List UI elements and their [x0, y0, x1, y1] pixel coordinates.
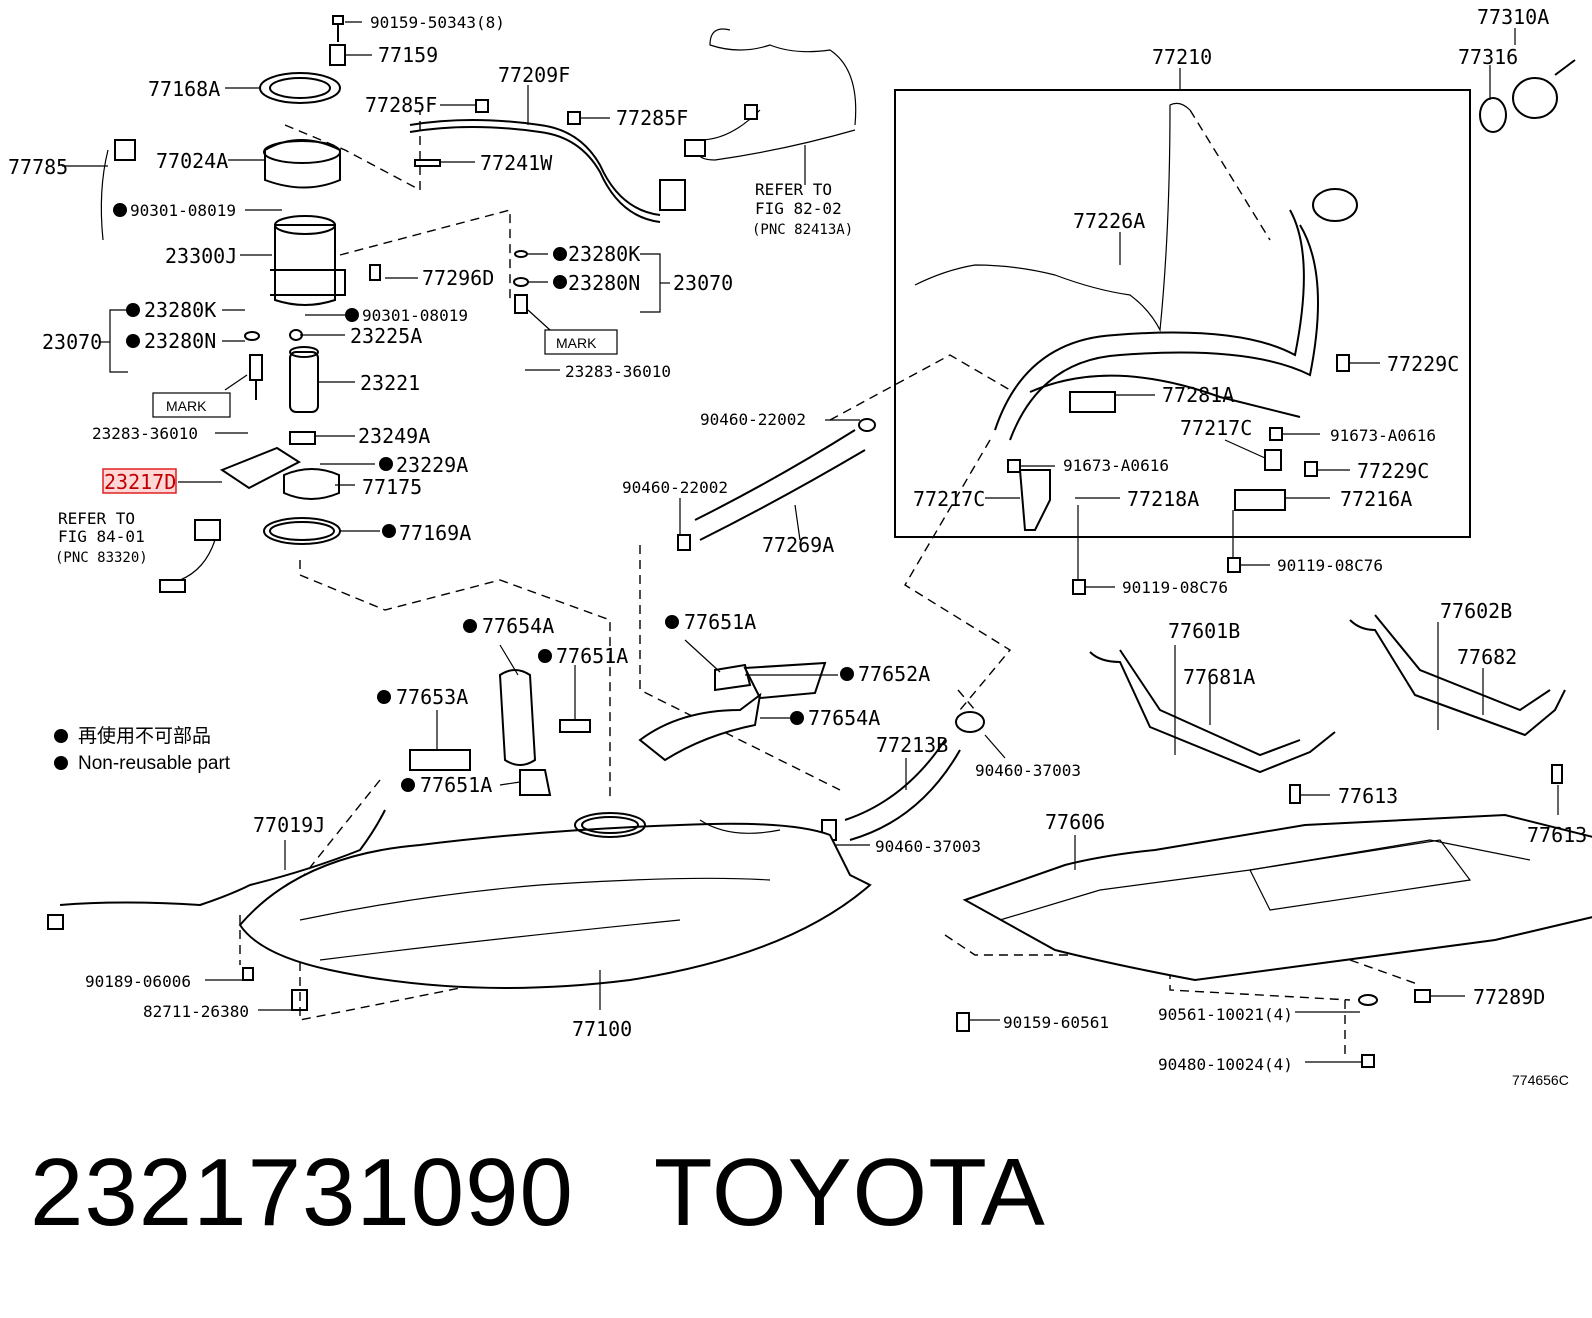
label-90460-37003-a: 90460-37003	[975, 761, 1081, 780]
label-77654A-a: 77654A	[482, 614, 554, 638]
label-77168A: 77168A	[148, 77, 220, 101]
label-91673-A0616-a: 91673-A0616	[1330, 426, 1436, 445]
non-reusable-markers	[54, 203, 854, 792]
label-77653A: 77653A	[396, 685, 468, 709]
label-77213B: 77213B	[876, 733, 948, 757]
label-23280K-a: 23280K	[144, 298, 216, 322]
label-77285F-a: 77285F	[365, 93, 437, 117]
leader-lines	[62, 21, 1559, 1063]
label-77269A: 77269A	[762, 533, 834, 557]
label-90301-08019-a: 90301-08019	[130, 201, 236, 220]
label-90301-08019-b: 90301-08019	[362, 306, 468, 325]
label-90119-08C76-a: 90119-08C76	[1277, 556, 1383, 575]
label-77651A-a: 77651A	[556, 644, 628, 668]
label-77175: 77175	[362, 475, 422, 499]
label-77785: 77785	[8, 155, 68, 179]
label-90159-60561: 90159-60561	[1003, 1013, 1109, 1032]
label-77652A: 77652A	[858, 662, 930, 686]
label-77651A-c: 77651A	[420, 773, 492, 797]
label-refer-84-01-line3: (PNC 83320)	[55, 550, 148, 566]
label-23217D: 23217D	[104, 470, 176, 494]
label-77296D: 77296D	[422, 266, 494, 290]
label-23070-a: 23070	[42, 330, 102, 354]
label-refer-84-01-line2: FIG 84-01	[58, 527, 145, 546]
fuel-filter-23217D	[219, 446, 301, 490]
part-drawings	[47, 15, 1592, 1068]
caption-part-number: 2321731090	[30, 1139, 574, 1246]
label-77024A: 77024A	[156, 149, 228, 173]
caption: 2321731090 TOYOTA	[30, 1138, 1126, 1248]
label-mark-a: MARK	[166, 398, 207, 414]
legend-japanese: 再使用不可部品	[78, 725, 211, 747]
label-77169A: 77169A	[399, 521, 471, 545]
highlight-box-23217D	[102, 468, 177, 494]
label-77216A: 77216A	[1340, 487, 1412, 511]
label-90119-08C76-b: 90119-08C76	[1122, 578, 1228, 597]
label-refer-82-02-line1: REFER TO	[755, 180, 832, 199]
label-77613-b: 77613	[1527, 823, 1587, 847]
label-77019J: 77019J	[253, 813, 325, 837]
label-90561-10021: 90561-10021(4)	[1158, 1005, 1293, 1024]
label-91673-A0616-b: 91673-A0616	[1063, 456, 1169, 475]
label-refer-82-02-line3: (PNC 82413A)	[752, 222, 853, 238]
label-77209F: 77209F	[498, 63, 570, 87]
label-23280N-a: 23280N	[144, 329, 216, 353]
label-77217C-b: 77217C	[913, 487, 985, 511]
label-90460-22002-b: 90460-22002	[622, 478, 728, 497]
label-77316: 77316	[1458, 45, 1518, 69]
label-23070-b: 23070	[673, 271, 733, 295]
label-77281A: 77281A	[1162, 383, 1234, 407]
label-77159: 77159	[378, 43, 438, 67]
label-90159-50343: 90159-50343(8)	[370, 13, 505, 32]
label-77602B: 77602B	[1440, 599, 1512, 623]
label-82711-26380: 82711-26380	[143, 1002, 249, 1021]
label-77210: 77210	[1152, 45, 1212, 69]
label-77100: 77100	[572, 1017, 632, 1041]
label-90460-37003-b: 90460-37003	[875, 837, 981, 856]
label-refer-82-02-line2: FIG 82-02	[755, 199, 842, 218]
label-23280K-b: 23280K	[568, 242, 640, 266]
legend-english: Non-reusable part	[78, 753, 231, 774]
label-refer-84-01-line1: REFER TO	[58, 509, 135, 528]
label-23225A: 23225A	[350, 324, 422, 348]
caption-brand: TOYOTA	[653, 1139, 1046, 1246]
label-23280N-b: 23280N	[568, 271, 640, 295]
label-77241W: 77241W	[480, 151, 553, 175]
label-90480-10024: 90480-10024(4)	[1158, 1055, 1293, 1074]
label-diagram-ref-code: 774656C	[1512, 1072, 1569, 1088]
label-90460-22002-a: 90460-22002	[700, 410, 806, 429]
label-mark-b: MARK	[556, 335, 597, 351]
label-23283-36010-a: 23283-36010	[92, 424, 198, 443]
label-77654A-b: 77654A	[808, 706, 880, 730]
label-77601B: 77601B	[1168, 619, 1240, 643]
label-77226A: 77226A	[1073, 209, 1145, 233]
label-23229A: 23229A	[396, 453, 468, 477]
mark-box-b	[544, 329, 618, 355]
label-77310A: 77310A	[1477, 5, 1549, 29]
label-77217C-a: 77217C	[1180, 416, 1252, 440]
label-90189-06006: 90189-06006	[85, 972, 191, 991]
label-23283-36010-b: 23283-36010	[565, 362, 671, 381]
label-77285F-b: 77285F	[616, 106, 688, 130]
label-23300J: 23300J	[165, 244, 237, 268]
label-77651A-b: 77651A	[684, 610, 756, 634]
label-77289D: 77289D	[1473, 985, 1545, 1009]
label-77229C-a: 77229C	[1387, 352, 1459, 376]
label-77682: 77682	[1457, 645, 1517, 669]
label-77681A: 77681A	[1183, 665, 1255, 689]
mark-box-a	[152, 392, 231, 418]
label-77606: 77606	[1045, 810, 1105, 834]
assembly-box-77210	[894, 89, 1471, 538]
label-77218A: 77218A	[1127, 487, 1199, 511]
label-77229C-b: 77229C	[1357, 459, 1429, 483]
legend: 再使用不可部品 Non-reusable part	[78, 725, 231, 774]
label-23249A: 23249A	[358, 424, 430, 448]
label-23221: 23221	[360, 371, 420, 395]
part-labels: 90159-50343(8) 77159 77168A 77024A 77785…	[8, 5, 1587, 1088]
label-77613-a: 77613	[1338, 784, 1398, 808]
